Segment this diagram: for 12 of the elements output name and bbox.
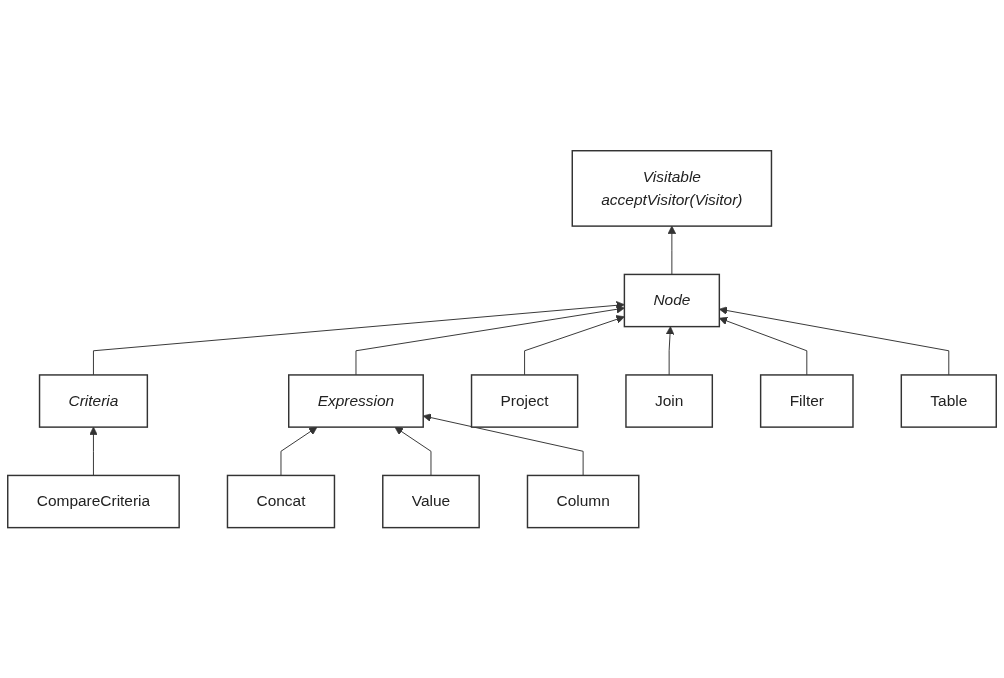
node-box: Value — [382, 474, 480, 529]
node-box: Column — [526, 474, 640, 529]
node-box: Join — [625, 374, 714, 428]
node-box: CompareCriteria — [7, 474, 180, 529]
node-box: Node — [623, 273, 721, 328]
node-box: Criteria — [38, 374, 149, 428]
node-box: Expression — [288, 374, 424, 428]
node-box: Visitable acceptVisitor(Visitor) — [571, 149, 773, 227]
node-box: Concat — [226, 474, 336, 529]
node-box: Table — [900, 374, 997, 428]
node-box: Project — [470, 374, 579, 428]
node-box: Filter — [759, 374, 854, 428]
